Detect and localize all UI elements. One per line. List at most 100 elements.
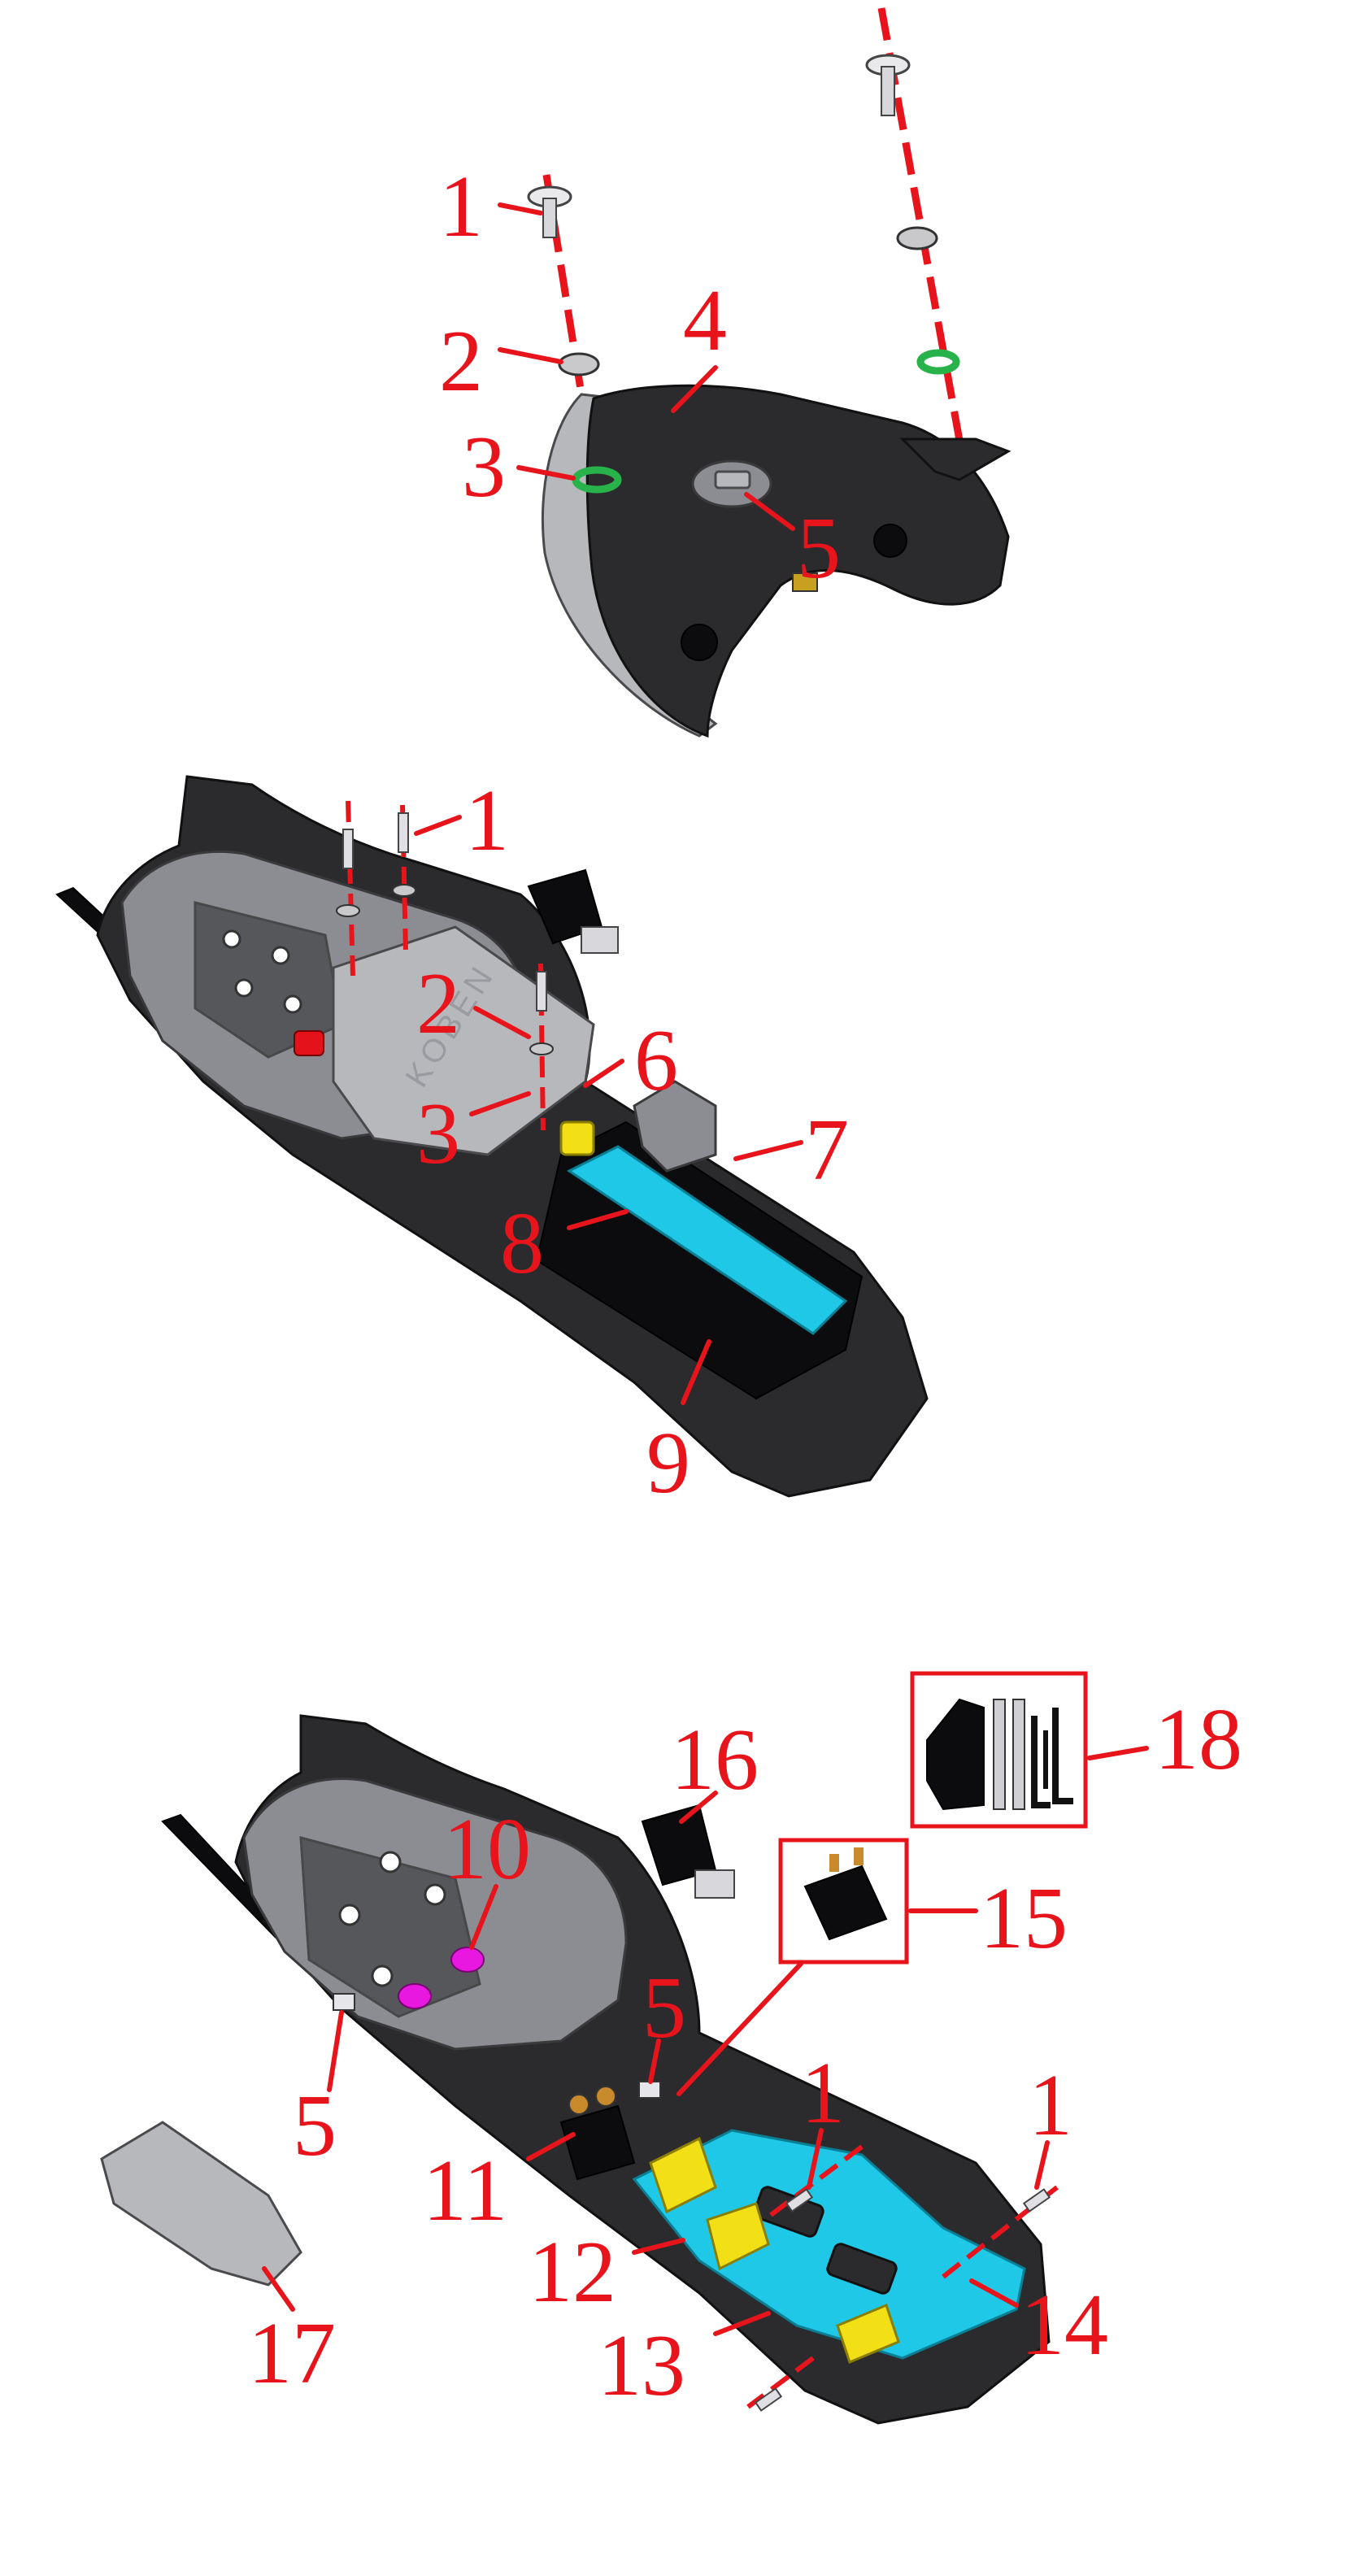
magenta-bush-1	[398, 1983, 432, 2009]
tray-hole-3	[234, 978, 254, 998]
bottom-bolt-2	[1022, 2188, 1051, 2213]
magenta-bush-2	[450, 1947, 485, 1973]
mid-bolt-1	[342, 829, 354, 869]
leader-bot-1a	[807, 2128, 824, 2190]
tray2-plate-recess	[299, 1836, 481, 2018]
leader-bot-10	[469, 1884, 498, 1950]
battery-cover	[332, 925, 595, 1156]
right-fastener-axis	[877, 7, 977, 513]
callout-bot-13: 13	[598, 2317, 685, 2414]
leader-top-4	[671, 365, 718, 413]
tray-hole-1	[222, 929, 241, 949]
tray-hole-4	[283, 994, 302, 1014]
bottom-axis-3	[746, 2356, 815, 2409]
mid-bolt-3	[536, 971, 547, 1012]
tray2-hole-1	[338, 1904, 361, 1926]
red-tab	[294, 1030, 324, 1056]
relay-middle	[527, 868, 619, 954]
callout-mid-6: 6	[634, 1012, 678, 1109]
callout-bot-12: 12	[529, 2224, 616, 2321]
washer-right	[896, 226, 938, 250]
bottom-axis-2	[942, 2185, 1059, 2279]
callout-top-2: 2	[439, 313, 483, 410]
callout-bot-1a: 1	[801, 2045, 845, 2142]
rear-guard	[633, 1080, 717, 1173]
callout-mid-7: 7	[805, 1102, 849, 1199]
seat-lock-bracket	[714, 470, 751, 490]
tool-pouch	[926, 1698, 985, 1811]
hex-key-1	[1031, 1716, 1051, 1808]
leader-top-1	[498, 202, 543, 215]
leader-bot-15b	[676, 1961, 803, 2096]
leader-bot-5a	[327, 2010, 344, 2092]
callout-bot-1b: 1	[1029, 2057, 1072, 2154]
bottom-bolt-1	[785, 2188, 814, 2213]
callout-bot-10: 10	[443, 1801, 531, 1898]
callout-mid-1: 1	[465, 772, 509, 869]
bottom-assembly: 10 5 5 11 12 13 14 15 16 17 18 1 1	[100, 1671, 1242, 2425]
tool-kit	[926, 1698, 1073, 1811]
leader-bot-16	[679, 1791, 718, 1824]
mid-axis-3	[538, 963, 546, 1131]
tool-wrench-1	[993, 1699, 1006, 1810]
tail-fairing-wing	[899, 437, 1011, 481]
inset-box-18	[910, 1671, 1088, 1829]
bottom-axis-1	[763, 2144, 864, 2222]
battery-terminal	[559, 1120, 595, 1156]
clip-nut-left	[333, 1993, 355, 2011]
callout-top-5: 5	[797, 500, 841, 597]
callout-bot-15: 15	[980, 1870, 1068, 1967]
tray2-hole-3	[424, 1883, 446, 1906]
leader-mid-6	[583, 1059, 624, 1088]
relay-16	[641, 1804, 735, 1899]
leader-mid-3	[469, 1091, 531, 1116]
leader-bot-11	[526, 2132, 576, 2161]
bracket-cutout-1	[753, 2186, 824, 2238]
leader-mid-8	[567, 1209, 629, 1230]
washer-left	[558, 352, 600, 376]
leader-mid-9	[681, 1339, 711, 1405]
tray2-hole-4	[371, 1965, 394, 1987]
starter-relay	[559, 2086, 636, 2181]
callout-top-3: 3	[462, 419, 506, 516]
bottom-bolt-3	[754, 2387, 783, 2412]
leader-bot-12	[632, 2238, 685, 2255]
callout-mid-3: 3	[416, 1086, 460, 1182]
access-lid	[100, 2121, 302, 2287]
leader-bot-1b	[1034, 2140, 1050, 2190]
grommet-right	[916, 349, 960, 375]
leader-bot-18	[1087, 1746, 1149, 1760]
relay-15	[803, 1847, 888, 1941]
tool-wrench-2	[1012, 1699, 1025, 1810]
fairing-hole-right	[873, 524, 907, 558]
yellow-pad-3	[836, 2303, 900, 2365]
bracket-cutout-2	[826, 2243, 898, 2295]
callout-top-1: 1	[439, 159, 483, 255]
bolt-right	[865, 54, 911, 116]
leader-bot-5b	[648, 2039, 661, 2084]
leader-mid-7	[733, 1140, 803, 1161]
callout-top-4: 4	[683, 272, 727, 369]
mid-axis-2	[400, 804, 408, 952]
callout-mid-9: 9	[646, 1415, 690, 1512]
mid-washer-1	[336, 904, 360, 917]
leader-top-2	[498, 347, 563, 364]
leader-bot-13	[713, 2311, 771, 2336]
hex-key-2	[1052, 1708, 1073, 1804]
callout-bot-14: 14	[1020, 2277, 1108, 2374]
grommet-left	[572, 466, 622, 494]
leader-bot-14	[969, 2278, 1019, 2308]
callout-bot-18: 18	[1155, 1691, 1242, 1788]
middle-assembly: KOBEN 1 2 3 6	[55, 772, 929, 1512]
leader-top-5	[744, 492, 795, 531]
electronics-bracket	[632, 2129, 1026, 2360]
fairing-hole-left	[681, 624, 718, 661]
callout-bot-17: 17	[248, 2305, 336, 2402]
tray-hole-2	[271, 946, 290, 965]
callout-bot-5b: 5	[642, 1960, 686, 2056]
callout-bot-11: 11	[423, 2143, 507, 2239]
fairing-connector	[792, 572, 818, 592]
yellow-pad-1	[649, 2136, 717, 2214]
bolt-left	[527, 185, 572, 238]
